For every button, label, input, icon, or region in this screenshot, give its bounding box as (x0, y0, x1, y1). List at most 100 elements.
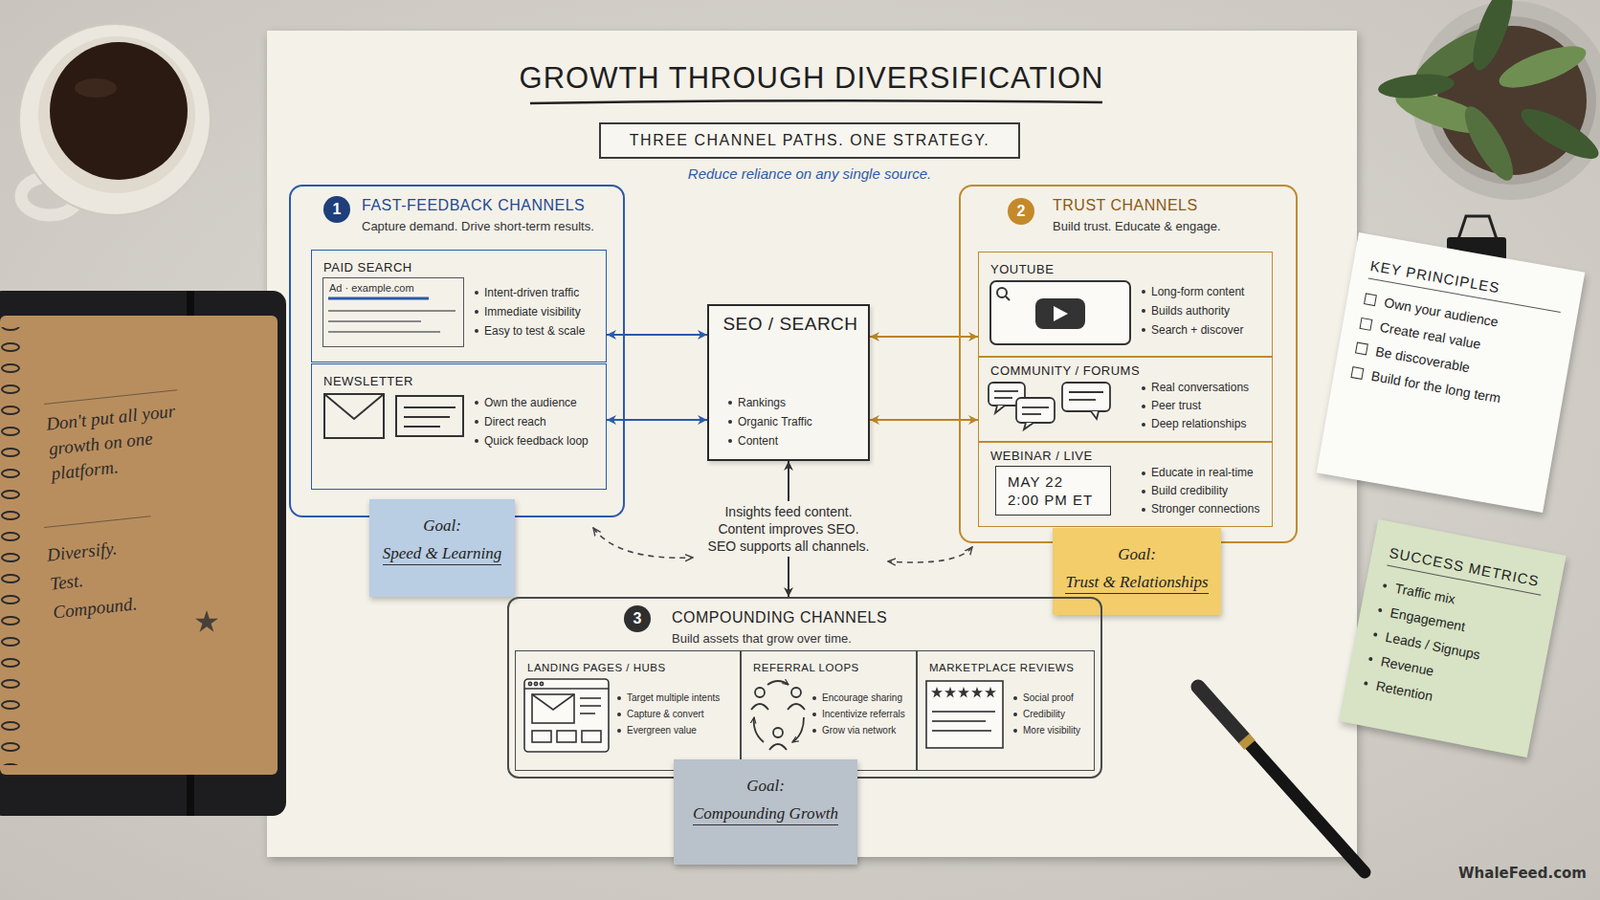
chat-bubbles-icon (1068, 399, 1096, 401)
bullet-dot (1368, 657, 1374, 663)
browser-page-icon (532, 694, 575, 711)
bullet-text: Encourage sharing (822, 689, 903, 707)
bullet-text: Immediate visibility (484, 302, 581, 322)
bullet-row: Capture & convert (617, 706, 733, 723)
notebook (195, 610, 219, 633)
box-heading: YOUTUBE (990, 260, 1265, 280)
callout-number: 2 (1007, 198, 1035, 225)
channel-box: WEBINAR / LIVEEducate in real-timeBuild … (977, 442, 1273, 528)
bullet-text: Capture & convert (626, 706, 705, 723)
bullet-text: Organic Traffic (737, 412, 813, 432)
envelope-icon (396, 396, 464, 437)
bullet-dot (1013, 729, 1018, 734)
envelope-icon (324, 394, 464, 439)
bullet-dot (1141, 386, 1146, 391)
browser-page-icon (579, 705, 601, 708)
video-player-icon (1053, 306, 1068, 322)
bullet-text: Long-form content (1151, 282, 1245, 302)
potted-plant (1456, 100, 1522, 187)
bullet-text: Easy to test & scale (484, 321, 585, 341)
browser-page-icon (524, 679, 609, 753)
browser-page-icon (532, 731, 552, 743)
bullet-dot (1013, 712, 1018, 717)
browser-page-icon (524, 679, 609, 753)
bullet-text: Educate in real-time (1151, 464, 1254, 483)
bullet-row: Target multiple intents (617, 689, 733, 707)
callout-number: 3 (623, 605, 651, 633)
bullet-text: Builds authority (1151, 301, 1230, 321)
review-card-icon (932, 720, 986, 723)
bullet-text: Grow via network (822, 722, 896, 739)
review-card-icon (926, 681, 1003, 749)
channel-cell: LANDING PAGES / HUBSTarget multiple inte… (514, 650, 741, 772)
bullet-list: Encourage sharingIncentivize referralsGr… (812, 689, 909, 739)
bullet-list: Intent-driven trafficImmediate visibilit… (474, 283, 599, 341)
connector-arrow (869, 335, 978, 338)
bullet-dot (474, 329, 479, 334)
bullet-row: Educate in real-time (1141, 464, 1265, 483)
bullet-dot (1013, 696, 1018, 701)
review-card-icon (944, 687, 956, 698)
bullet-text: Target multiple intents (626, 689, 720, 707)
browser-page-icon (579, 697, 601, 700)
pen (1198, 687, 1245, 739)
bullet-row: Credibility (1013, 706, 1087, 723)
bullet-dot (1382, 583, 1388, 589)
channel-box: YOUTUBELong-form contentBuilds authority… (977, 251, 1273, 357)
chat-bubbles-icon (994, 390, 1019, 393)
pen (1244, 738, 1250, 746)
bullet-row: Intent-driven traffic (474, 283, 599, 303)
bullet-row: Immediate visibility (474, 302, 599, 322)
callout-number-text: 2 (1017, 202, 1026, 221)
goal-value: Speed & Learning (382, 543, 503, 566)
browser-page-icon (528, 682, 532, 686)
diagram-title: GROWTH THROUGH DIVERSIFICATION (428, 61, 1195, 96)
checkbox (1350, 366, 1364, 380)
bullet-dot (1141, 471, 1146, 476)
channel-group: FAST-FEEDBACK CHANNELSCapture demand. Dr… (288, 184, 625, 518)
ad-preview: Ad · example.com (322, 277, 465, 348)
bullet-row: Social proof (1013, 689, 1087, 707)
bullet-row: Real conversations (1141, 378, 1265, 398)
bullet-row: Grow via network (812, 722, 909, 739)
bullet-dot (812, 712, 817, 717)
channel-cell: MARKETPLACE REVIEWSSocial proofCredibili… (916, 650, 1095, 772)
group-subtitle: Build trust. Educate & engage. (1052, 218, 1289, 235)
subtitle-box: THREE CHANNEL PATHS. ONE STRATEGY. (599, 122, 1021, 159)
dashed-feedback-arrow (593, 528, 693, 558)
potted-plant (1377, 0, 1600, 200)
chat-bubbles-icon (995, 405, 1005, 414)
bullet-text: Social proof (1022, 689, 1074, 707)
bullet-row: Evergreen value (617, 722, 733, 739)
bullet-list: Target multiple intentsCapture & convert… (617, 689, 733, 739)
watermark: WhaleFeed.com (1402, 864, 1587, 884)
review-card-icon (932, 711, 996, 713)
bullet-row: Direct reach (474, 412, 599, 432)
potted-plant (1377, 71, 1456, 102)
callout-number-text: 3 (633, 610, 643, 628)
bullet-row: Stronger connections (1141, 500, 1265, 519)
group-subtitle: Capture demand. Drive short-term results… (361, 218, 616, 235)
notebook (0, 290, 287, 817)
goal-value: Trust & Relationships (1065, 572, 1208, 595)
bullet-list: Own the audienceDirect reachQuick feedba… (474, 393, 599, 451)
chat-bubbles-icon (1016, 398, 1055, 423)
channel-cell: REFERRAL LOOPSEncourage sharingIncentivi… (740, 650, 917, 772)
bullet-dot (812, 696, 817, 701)
subtitle-text: THREE CHANNEL PATHS. ONE STRATEGY. (606, 130, 1013, 152)
box-heading: PAID SEARCH (323, 258, 599, 278)
channel-box: COMMUNITY / FORUMSReal conversationsPeer… (977, 356, 1273, 443)
metrics-note: SUCCESS METRICSTraffic mixEngagementLead… (1338, 519, 1566, 758)
callout-number-text: 1 (333, 200, 342, 219)
bullet-text: Search + discover (1151, 320, 1244, 340)
coffee-cup (74, 78, 117, 98)
bullet-text: More visibility (1022, 722, 1081, 739)
bullet-dot (474, 400, 479, 405)
bullet-row: Build credibility (1141, 482, 1265, 501)
potted-plant (1465, 0, 1521, 75)
referral-loop-icon (773, 728, 783, 738)
bullet-row: Organic Traffic (728, 412, 861, 432)
bullet-row: Easy to test & scale (474, 321, 599, 341)
